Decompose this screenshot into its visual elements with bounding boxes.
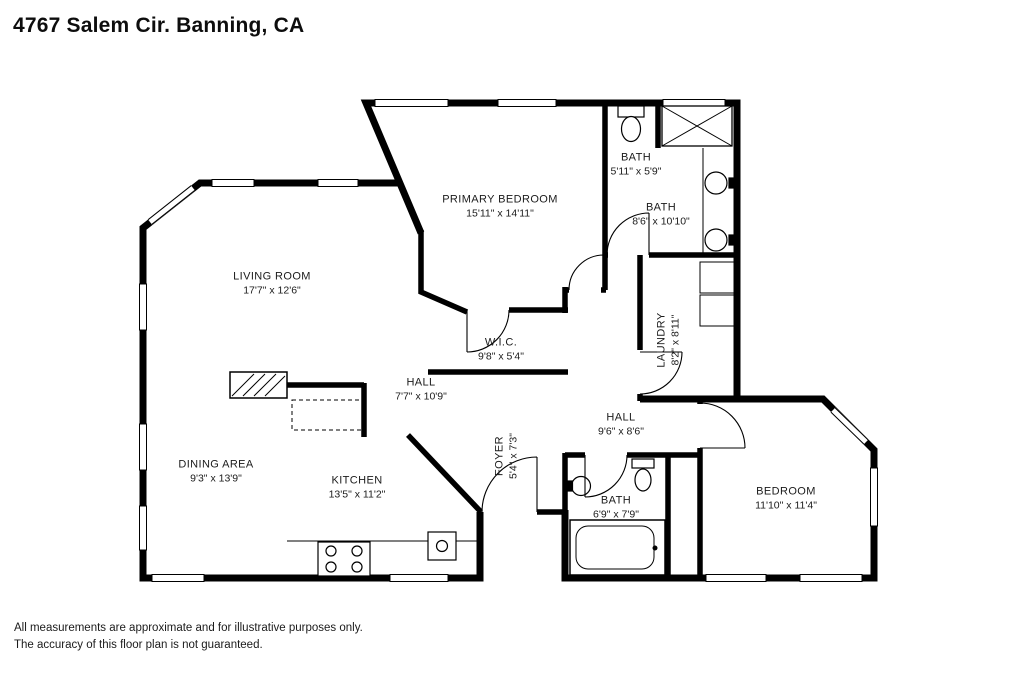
window xyxy=(139,423,147,471)
room-dims: 9'8" x 5'4" xyxy=(478,350,524,363)
room-label-wic: W.I.C. 9'8" x 5'4" xyxy=(478,337,524,364)
room-name: FOYER xyxy=(493,436,506,476)
room-label-kitchen: KITCHEN 13'5" x 11'2" xyxy=(329,475,386,502)
shower xyxy=(661,105,733,147)
washer-dryer xyxy=(699,261,735,327)
doors xyxy=(466,212,746,513)
room-label-bath-primary-wc: BATH 5'11" x 5'9" xyxy=(611,152,662,179)
room-dims: 9'6" x 8'6" xyxy=(598,425,644,438)
bathtub xyxy=(569,519,666,576)
room-name: DINING AREA xyxy=(178,458,254,471)
room-label-bedroom: BEDROOM 11'10" x 11'4" xyxy=(755,486,817,513)
room-name: BATH xyxy=(600,494,632,507)
room-name: LAUNDRY xyxy=(655,312,668,368)
room-label-primary-bedroom: PRIMARY BEDROOM 15'11" x 14'11" xyxy=(442,194,558,221)
bath-sink xyxy=(565,475,592,497)
room-dims: 7'7" x 10'9" xyxy=(395,390,447,403)
disclaimer-line-2: The accuracy of this floor plan is not g… xyxy=(14,639,263,652)
window xyxy=(151,574,205,582)
disclaimer: All measurements are approximate and for… xyxy=(14,620,363,655)
room-label-hall-1: HALL 7'7" x 10'9" xyxy=(395,377,447,404)
door-bath-hall xyxy=(584,454,628,498)
room-label-laundry: LAUNDRY 8'2" x 8'11" xyxy=(656,312,683,367)
fireplace xyxy=(229,371,288,399)
window xyxy=(317,179,359,187)
room-label-hall-2: HALL 9'6" x 8'6" xyxy=(598,412,644,439)
window xyxy=(497,99,557,107)
window xyxy=(211,179,255,187)
room-label-bath-primary: BATH 8'6" x 10'10" xyxy=(632,202,690,229)
room-label-foyer: FOYER 5'4" x 7'3" xyxy=(494,433,521,479)
cabinets-dashed xyxy=(291,399,365,431)
door-primary-bedroom xyxy=(568,254,605,291)
window xyxy=(139,505,147,551)
disclaimer-line-1: All measurements are approximate and for… xyxy=(14,622,363,634)
window xyxy=(374,99,449,107)
window xyxy=(705,574,767,582)
room-dims: 6'9" x 7'9" xyxy=(593,508,639,521)
room-dims: 15'11" x 14'11" xyxy=(466,207,534,220)
room-name: HALL xyxy=(606,411,636,424)
room-dims: 8'6" x 10'10" xyxy=(632,215,690,228)
room-name: W.I.C. xyxy=(484,336,518,349)
room-name: PRIMARY BEDROOM xyxy=(442,193,558,206)
vanity-double-sinks xyxy=(702,148,737,253)
room-name: LIVING ROOM xyxy=(233,270,311,283)
room-dims: 13'5" x 11'2" xyxy=(328,488,386,501)
door-laundry xyxy=(639,351,683,395)
room-name: BEDROOM xyxy=(756,485,816,498)
room-label-bath-hall: BATH 6'9" x 7'9" xyxy=(593,495,639,522)
door-bath-primary xyxy=(606,212,650,256)
room-dims: 11'10" x 11'4" xyxy=(755,499,817,512)
kitchen-sink xyxy=(427,531,457,561)
stove xyxy=(317,541,371,577)
room-dims: 9'3" x 13'9" xyxy=(190,472,242,485)
window xyxy=(799,574,863,582)
room-dims: 8'2" x 8'11" xyxy=(669,314,682,366)
door-bedroom xyxy=(699,402,746,449)
room-name: HALL xyxy=(406,376,436,389)
window xyxy=(870,467,878,527)
room-name: KITCHEN xyxy=(331,474,383,487)
door-wic xyxy=(466,309,510,353)
room-dims: 5'4" x 7'3" xyxy=(507,433,520,479)
wall xyxy=(406,433,483,514)
door-entry xyxy=(481,456,538,513)
window-angled-bedroom xyxy=(830,407,869,445)
page-title: 4767 Salem Cir. Banning, CA xyxy=(13,14,305,37)
room-name: BATH xyxy=(645,201,677,214)
window-angled-living xyxy=(147,185,196,225)
fixtures xyxy=(229,105,737,577)
room-label-living-room: LIVING ROOM 17'7" x 12'6" xyxy=(233,271,311,298)
room-dims: 5'11" x 5'9" xyxy=(610,165,662,178)
window xyxy=(389,574,449,582)
windows xyxy=(139,99,878,582)
toilet-primary xyxy=(617,105,645,143)
bath-toilet xyxy=(631,458,655,492)
wall xyxy=(418,230,469,315)
room-dims: 17'7" x 12'6" xyxy=(243,284,301,297)
room-name: BATH xyxy=(620,151,652,164)
room-label-dining-area: DINING AREA 9'3" x 13'9" xyxy=(178,459,253,486)
window xyxy=(139,283,147,331)
